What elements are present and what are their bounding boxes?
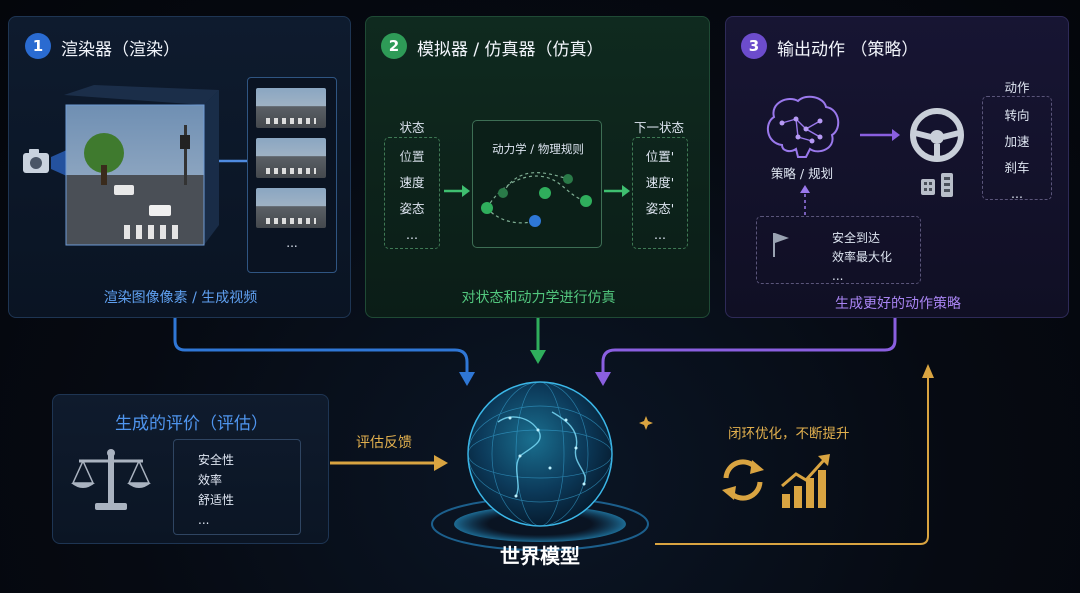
step-number-1: 1 <box>25 33 51 59</box>
renderer-title: 渲染器（渲染） <box>61 40 180 60</box>
action-item: ... <box>1011 186 1023 201</box>
arrow-state-to-dynamics <box>444 185 470 197</box>
action-heading: 动作 <box>1004 80 1030 95</box>
next-state-item: 姿态' <box>645 201 675 216</box>
policy-panel: 3 输出动作 （策略） 策略 / 规划 动作 转向 加速 刹车 ... <box>725 16 1069 318</box>
action-item: 转向 <box>1004 108 1030 123</box>
world-model-globe <box>420 372 660 572</box>
action-list: 转向 加速 刹车 ... <box>982 96 1052 201</box>
goal-item: ... <box>832 269 844 283</box>
world-model-label: 世界模型 <box>500 544 580 568</box>
next-state-item: 位置' <box>645 149 675 164</box>
goal-box: 安全到达 效率最大化 ... <box>756 216 921 284</box>
loop-label: 闭环优化，不断提升 <box>728 426 850 442</box>
simulator-panel: 2 模拟器 / 仿真器（仿真） 状态 位置 速度 姿态 ... 动力学 / 物理… <box>365 16 710 318</box>
arrow-dynamics-to-next <box>604 185 630 197</box>
policy-caption: 生成更好的动作策略 <box>835 296 961 312</box>
goal-list: 安全到达 效率最大化 ... <box>832 229 892 286</box>
state-item: 位置 <box>399 149 425 164</box>
video-frame <box>256 88 326 128</box>
step-number-3: 3 <box>741 33 767 59</box>
frames-ellipsis: ... <box>286 236 298 250</box>
action-item: 刹车 <box>1004 160 1030 175</box>
state-heading: 状态 <box>399 120 425 135</box>
dynamics-title: 动力学 / 物理规则 <box>492 142 584 156</box>
renderer-panel: 1 渲染器（渲染） <box>8 16 351 318</box>
policy-title: 输出动作 （策略） <box>777 40 919 60</box>
brain-icon <box>762 93 842 159</box>
pedals-icon <box>919 173 959 199</box>
metric-item: 安全性 <box>198 453 235 467</box>
state-list: 位置 速度 姿态 ... <box>384 137 440 249</box>
evaluation-title: 生成的评价（评估） <box>115 414 268 434</box>
video-frame <box>256 138 326 178</box>
scales-icon <box>71 447 151 515</box>
video-frames: ... <box>247 77 337 273</box>
camera-icon <box>21 147 71 177</box>
goal-item: 效率最大化 <box>832 250 893 264</box>
flag-icon <box>771 231 791 257</box>
step-number-2: 2 <box>381 33 407 59</box>
refresh-cycle-icon <box>718 458 768 502</box>
dynamics-box: 动力学 / 物理规则 <box>472 120 602 248</box>
next-state-heading: 下一状态 <box>633 120 684 135</box>
policy-label: 策略 / 规划 <box>770 166 834 181</box>
arrow-policy-to-wheel <box>860 129 900 141</box>
dynamics-graph <box>481 172 592 227</box>
metric-item: 效率 <box>198 473 223 487</box>
next-state-item: ... <box>654 227 666 242</box>
next-state-list: 位置' 速度' 姿态' ... <box>632 137 688 249</box>
feedback-label: 评估反馈 <box>356 435 412 451</box>
action-item: 加速 <box>1004 134 1030 149</box>
next-state-item: 速度' <box>645 175 675 190</box>
steering-wheel-icon <box>909 107 965 163</box>
state-item: 姿态 <box>399 201 425 216</box>
street-scene-cube <box>64 85 224 246</box>
metric-item: 舒适性 <box>198 493 235 507</box>
state-item: 速度 <box>399 175 425 190</box>
evaluation-panel: 生成的评价（评估） 安全性 效率 舒适性 ... <box>52 394 329 544</box>
dashed-up-arrow <box>800 185 810 215</box>
state-item: ... <box>406 227 418 242</box>
simulator-caption: 对状态和动力学进行仿真 <box>461 290 616 306</box>
renderer-caption: 渲染图像像素 / 生成视频 <box>103 290 258 306</box>
goal-item: 安全到达 <box>832 231 881 245</box>
video-frame <box>256 188 326 228</box>
metric-list: 安全性 效率 舒适性 ... <box>173 439 301 535</box>
metric-item: ... <box>198 513 210 527</box>
growth-chart-icon <box>780 452 834 510</box>
simulator-title: 模拟器 / 仿真器（仿真） <box>417 40 604 60</box>
